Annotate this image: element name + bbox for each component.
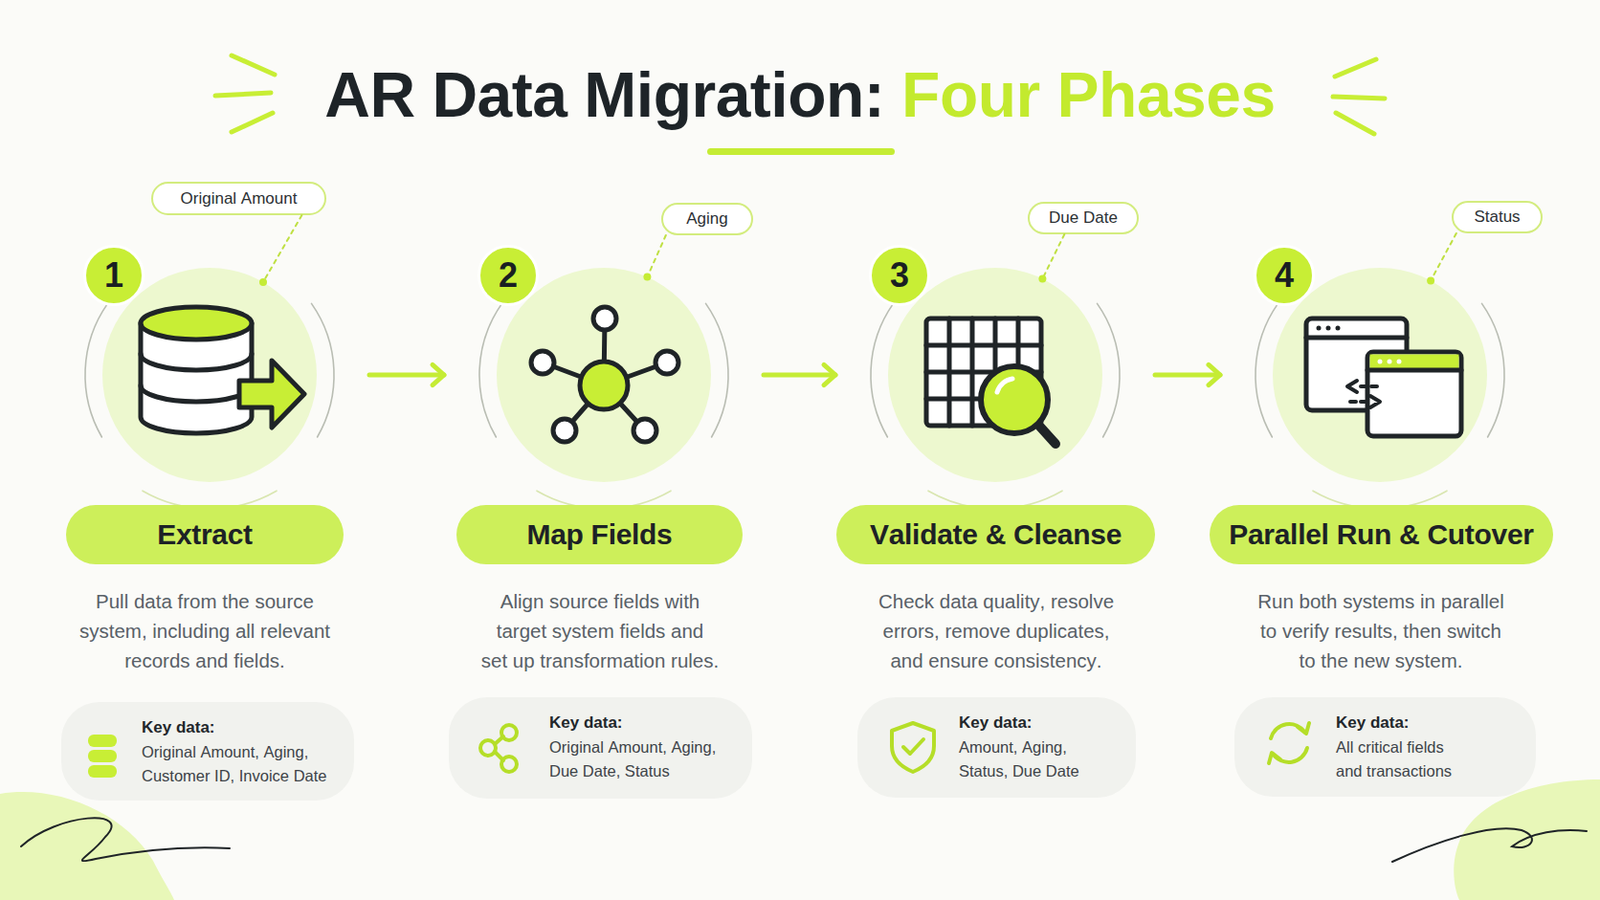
step-number: 2 [477, 244, 539, 307]
flow-arrow [763, 364, 836, 385]
connector-line [1042, 234, 1065, 280]
callout-tag: Status [1451, 200, 1543, 234]
squiggle [1392, 828, 1587, 863]
accent-dash [215, 92, 271, 96]
connector-line [263, 215, 302, 283]
phase-circle: 2 [496, 267, 712, 483]
callout-tag: Original Amount [151, 181, 327, 216]
phase-description: Run both systems in parallel to verify r… [1253, 586, 1509, 676]
step-number: 4 [1253, 244, 1315, 307]
leader-line [1426, 233, 1457, 285]
card-heading: Key data: [958, 711, 1033, 735]
card-heading: Key data: [549, 711, 623, 735]
squiggle [21, 818, 230, 862]
step-number: 1 [83, 244, 145, 307]
key-data-card: Key data:Original Amount, Aging, Custome… [61, 702, 355, 801]
phase-title: Parallel Run & Cutover [1228, 518, 1534, 552]
callout-text: Status [1473, 207, 1520, 227]
accent-dash [1335, 112, 1375, 134]
arrow-head [432, 364, 445, 385]
card-heading: Key data: [1335, 711, 1410, 735]
phase-title-pill: Parallel Run & Cutover [1209, 505, 1554, 565]
arrow-head [823, 364, 836, 385]
title-accent [215, 55, 1385, 134]
callout-text: Aging [686, 209, 728, 229]
accent-dash [1333, 96, 1385, 99]
card-body: All critical fields and transactions [1335, 735, 1464, 784]
connector-line [369, 373, 445, 378]
connector-line [1155, 373, 1221, 378]
phase-title: Extract [156, 518, 253, 552]
phase-circle: 1 [102, 267, 317, 483]
leader-line [1038, 234, 1065, 284]
accent-dash [231, 55, 275, 75]
phase-title: Validate & Cleanse [869, 518, 1122, 552]
step-number: 3 [868, 244, 931, 307]
corner-blob [1453, 779, 1600, 900]
callout-tag: Due Date [1027, 201, 1139, 235]
phase-description: Check data quality, resolve errors, remo… [871, 586, 1121, 676]
arrow-head [1208, 364, 1221, 385]
phase-circle: 4 [1272, 267, 1488, 483]
corner-blob [0, 792, 175, 900]
phase-title-pill: Extract [66, 505, 344, 565]
key-data-card: Key data:Amount, Aging, Status, Due Date [857, 697, 1136, 799]
accent-dash [1334, 59, 1377, 77]
diagram-title: AR Data Migration: Four Phases [324, 55, 1275, 134]
flow-arrow [369, 364, 445, 385]
card-body: Original Amount, Aging, Due Date, Status [549, 735, 736, 784]
phase-title-pill: Validate & Cleanse [836, 505, 1156, 565]
key-data-card: Key data:All critical fields and transac… [1234, 697, 1536, 798]
flow-arrow [1155, 364, 1221, 385]
callout-text: Due Date [1048, 208, 1118, 228]
card-heading: Key data: [141, 716, 216, 740]
leader-line [259, 215, 302, 287]
callout-tag: Aging [661, 202, 754, 236]
card-body: Amount, Aging, Status, Due Date [958, 735, 1098, 784]
phase-description: Pull data from the source system, includ… [70, 586, 339, 676]
card-body: Original Amount, Aging, Customer ID, Inv… [141, 740, 338, 789]
phase-circle: 3 [888, 267, 1103, 483]
callout-text: Original Amount [180, 189, 298, 209]
accent-dash [231, 112, 273, 133]
phase-title: Map Fields [526, 518, 672, 552]
title-underline [707, 148, 895, 156]
title-container: AR Data Migration: Four Phases [0, 55, 1600, 134]
phase-title-pill: Map Fields [456, 505, 743, 565]
leader-line [643, 235, 666, 282]
phase-description: Align source fields with target system f… [481, 586, 720, 676]
connector-line [646, 235, 666, 278]
key-data-card: Key data:Original Amount, Aging, Due Dat… [448, 697, 753, 800]
connector-line [763, 373, 836, 378]
connector-line [1430, 233, 1457, 281]
